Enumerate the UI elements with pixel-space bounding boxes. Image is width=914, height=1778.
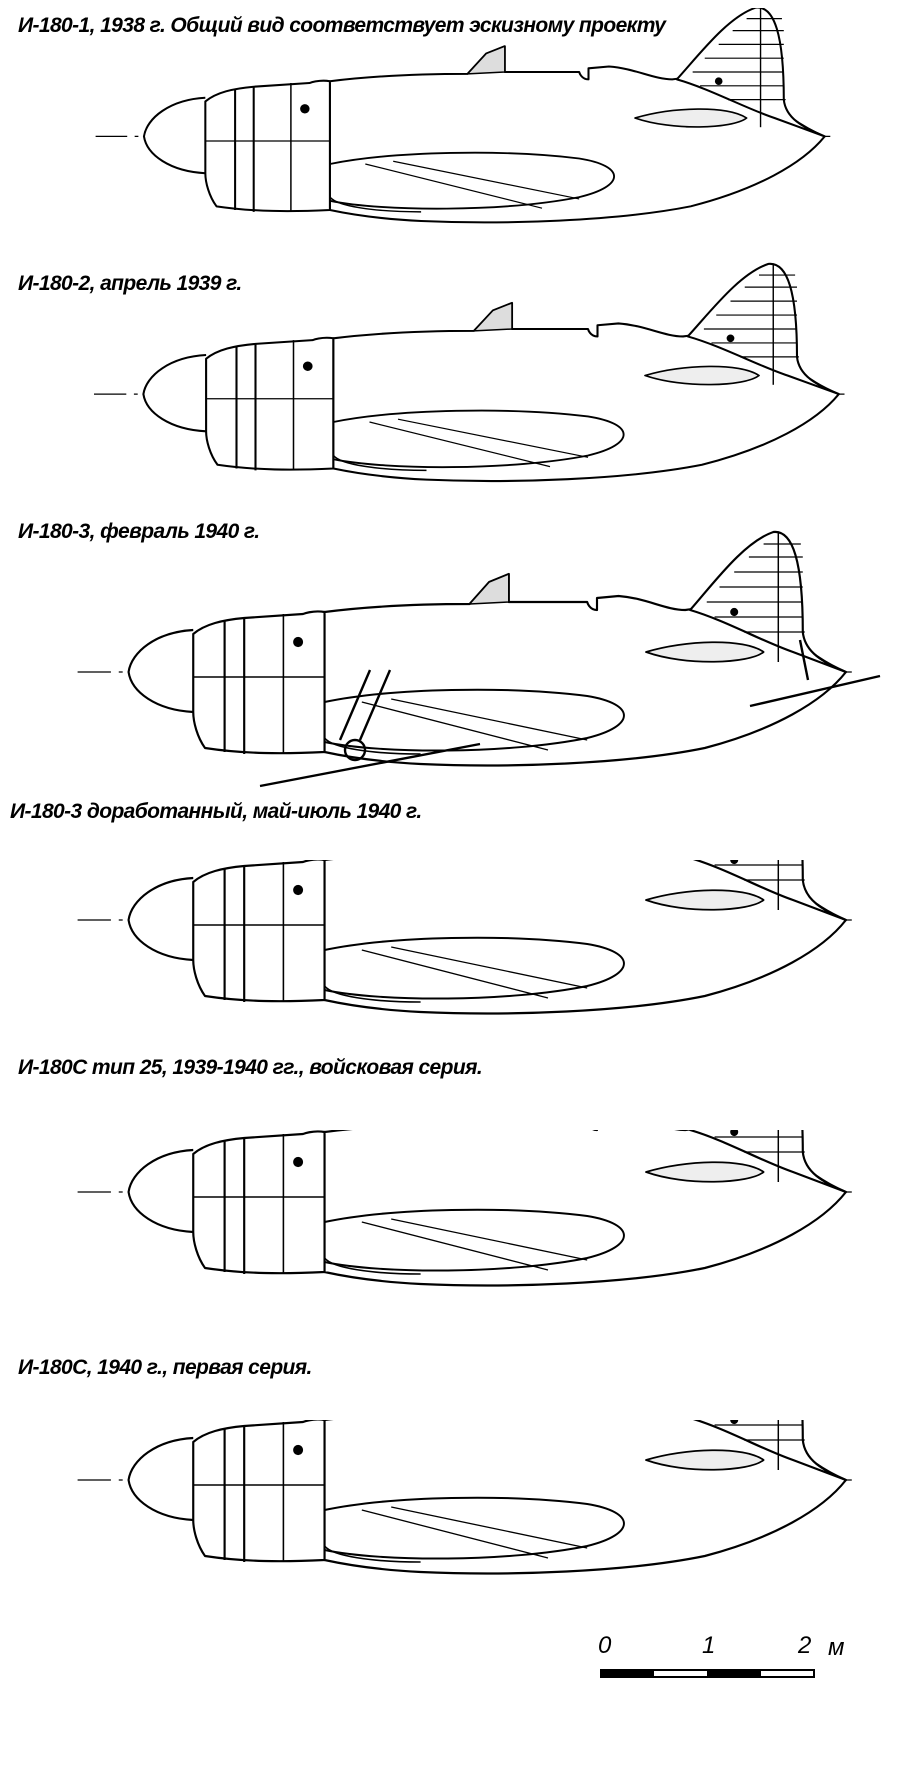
scale-label-zero: 0 (598, 1632, 612, 1659)
scale-ruler (600, 1669, 815, 1678)
caption-i180-3-modified: И-180-3 доработанный, май-июль 1940 г. (10, 800, 422, 823)
scale-label-two: 2 (798, 1632, 812, 1659)
caption-i180s-type25: И-180С тип 25, 1939-1940 гг., войсковая … (18, 1056, 483, 1079)
scale-bar: 0 1 2 м (590, 1632, 850, 1692)
scale-unit: м (828, 1634, 845, 1661)
caption-i180-3: И-180-3, февраль 1940 г. (18, 520, 260, 543)
i180-3-modified-side-view (76, 860, 857, 1015)
i180-2-side-view (92, 262, 850, 483)
caption-i180-2: И-180-2, апрель 1939 г. (18, 272, 242, 295)
caption-i180-1: И-180-1, 1938 г. Общий вид соответствует… (18, 14, 666, 37)
i180-1-side-view (94, 8, 836, 224)
i180s-type25-side-view (76, 1130, 857, 1287)
i180-3-side-view (76, 530, 881, 788)
caption-i180s-first-series: И-180С, 1940 г., первая серия. (18, 1356, 312, 1379)
scale-label-one: 1 (702, 1632, 716, 1659)
i180s-first-series-side-view (76, 1420, 857, 1575)
